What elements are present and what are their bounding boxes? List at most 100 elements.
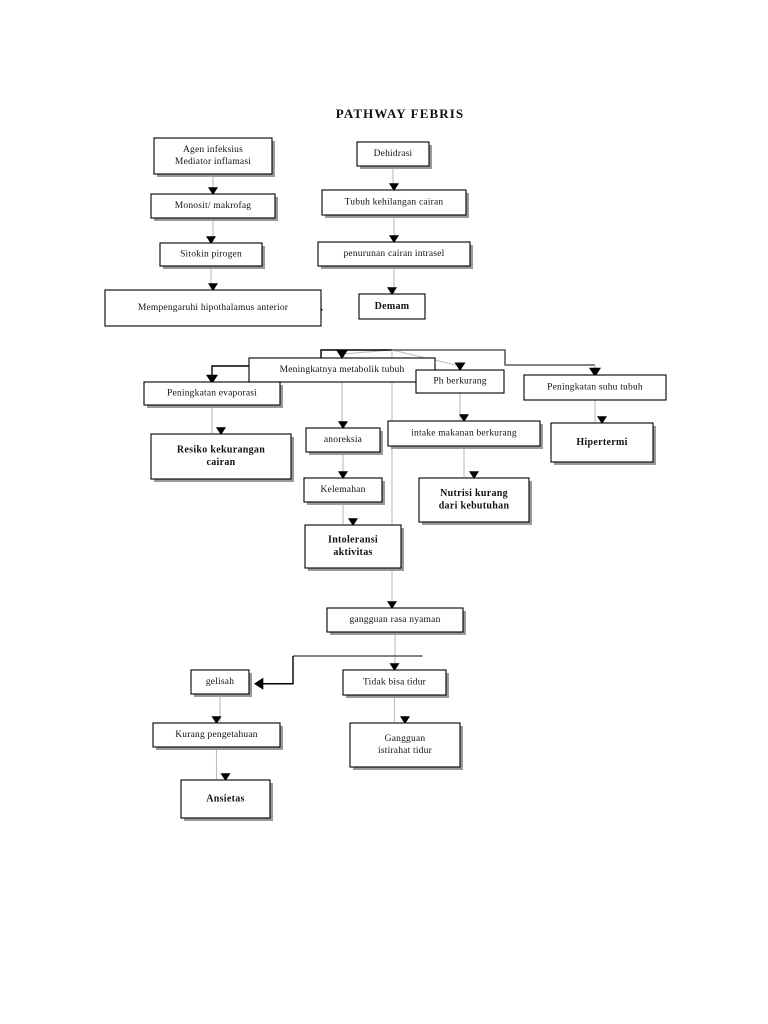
node-label: Resiko kekurangan <box>177 445 265 456</box>
node-ph: Ph berkurang <box>415 369 505 394</box>
node-label: Kelemahan <box>320 485 365 495</box>
node-hipertermi: Hipertermi <box>550 422 656 465</box>
node-box <box>180 779 271 819</box>
node-label: Agen infeksius <box>183 144 243 155</box>
node-gangguan_ny: gangguan rasa nyaman <box>326 607 466 635</box>
node-box <box>153 137 273 175</box>
connector-sitokin-to-mempengaruhi <box>208 266 218 291</box>
connector-peningkatan_evap-to-resiko <box>211 405 226 435</box>
node-label: anoreksia <box>324 435 363 445</box>
node-box <box>415 369 505 394</box>
node-kelemahan: Kelemahan <box>303 477 385 505</box>
node-box <box>358 293 426 320</box>
node-mempengaruhi: Mempengaruhi hipothalamus anterior <box>104 289 322 327</box>
node-label: penurunan cairan intrasel <box>343 249 444 259</box>
node-box <box>342 669 447 696</box>
node-box <box>305 427 381 453</box>
connector-monosit-to-sitokin <box>206 218 216 244</box>
node-box <box>152 722 281 748</box>
node-gangguan_ist: Gangguan istirahat tidur <box>349 722 463 770</box>
connector-gelisah-to-kurang_peng <box>211 694 222 724</box>
connector-gangguan_ny-to-tidak_tidur <box>389 632 400 671</box>
node-box <box>550 422 654 463</box>
node-box <box>418 477 530 523</box>
node-box <box>150 193 276 219</box>
node-monosit: Monosit/ makrofag <box>150 193 278 221</box>
node-sitokin: Sitokin pirogen <box>159 242 265 269</box>
node-label: cairan <box>206 457 235 468</box>
connector-intake-to-nutrisi <box>463 446 479 479</box>
node-box <box>349 722 461 768</box>
node-box <box>159 242 263 267</box>
connector-kelemahan-to-intoleransi <box>342 502 358 526</box>
node-ansietas: Ansietas <box>180 779 273 821</box>
node-box <box>326 607 464 633</box>
node-label: Gangguan <box>385 734 426 744</box>
node-label: Intoleransi <box>328 535 378 546</box>
node-box <box>356 141 430 167</box>
node-label: Ph berkurang <box>433 377 486 387</box>
node-label: Peningkatan suhu tubuh <box>547 383 643 393</box>
node-box <box>304 524 402 569</box>
node-kurang_peng: Kurang pengetahuan <box>152 722 283 750</box>
node-label: Dehidrasi <box>374 149 413 159</box>
node-label: dari kebutuhan <box>439 501 510 512</box>
node-label: Peningkatan evaporasi <box>167 389 257 399</box>
connector-tidak_tidur-to-gelisah <box>254 655 423 690</box>
node-label: Mempengaruhi hipothalamus anterior <box>138 303 289 313</box>
node-box <box>248 357 436 383</box>
connector-anoreksia-to-kelemahan <box>338 452 348 479</box>
node-tubuh_kehil: Tubuh kehilangan cairan <box>321 189 469 218</box>
node-box <box>387 420 541 447</box>
node-box <box>523 374 667 401</box>
node-box <box>190 669 250 695</box>
node-peningkatan_suhu: Peningkatan suhu tubuh <box>523 374 667 401</box>
node-label: Hipertermi <box>576 437 627 448</box>
node-intake: intake makanan berkurang <box>387 420 543 449</box>
page-title: PATHWAY FEBRIS <box>336 106 464 121</box>
node-label: aktivitas <box>333 547 372 558</box>
connector-kurang_peng-to-ansietas <box>215 747 231 781</box>
node-label: Tubuh kehilangan cairan <box>345 198 444 208</box>
connector-penurunan-to-demam <box>387 266 397 295</box>
node-box <box>317 241 471 267</box>
node-label: Meningkatnya metabolik tubuh <box>280 365 405 375</box>
node-box <box>303 477 383 503</box>
node-label: gangguan rasa nyaman <box>349 615 440 625</box>
connector-dehidrasi-to-tubuh_kehil <box>389 166 399 191</box>
connector-ph-to-intake <box>459 393 469 422</box>
node-meningkat: Meningkatnya metabolik tubuh <box>248 357 436 383</box>
node-box <box>143 381 281 406</box>
node-nutrisi: Nutrisi kurang dari kebutuhan <box>418 477 532 525</box>
node-tidak_tidur: Tidak bisa tidur <box>342 669 449 698</box>
node-box <box>150 433 292 480</box>
node-anoreksia: anoreksia <box>305 427 383 455</box>
node-label: Demam <box>375 301 410 312</box>
node-penurunan: penurunan cairan intrasel <box>317 241 473 269</box>
node-dehidrasi: Dehidrasi <box>356 141 432 169</box>
node-gelisah: gelisah <box>190 669 252 697</box>
node-label: Ansietas <box>206 793 245 804</box>
connector-agen-to-monosit <box>208 174 218 195</box>
node-label: istirahat tidur <box>378 746 433 756</box>
node-peningkatan_evap: Peningkatan evaporasi <box>143 381 283 408</box>
node-label: Sitokin pirogen <box>180 250 242 260</box>
node-label: Tidak bisa tidur <box>363 678 427 688</box>
connector-peningkatan_suhu-to-hipertermi <box>594 400 607 424</box>
connector-meningkat-to-anoreksia <box>338 382 348 429</box>
connector-tubuh_kehil-to-penurunan <box>389 215 399 243</box>
node-label: intake makanan berkurang <box>411 429 517 439</box>
node-demam: Demam <box>358 293 426 320</box>
node-label: gelisah <box>206 677 234 687</box>
node-label: Mediator inflamasi <box>175 156 251 167</box>
node-box <box>104 289 322 327</box>
connector-tidak_tidur-to-gangguan_ist <box>393 695 410 724</box>
node-label: Nutrisi kurang <box>440 488 508 499</box>
node-label: Monosit/ makrofag <box>175 200 252 211</box>
